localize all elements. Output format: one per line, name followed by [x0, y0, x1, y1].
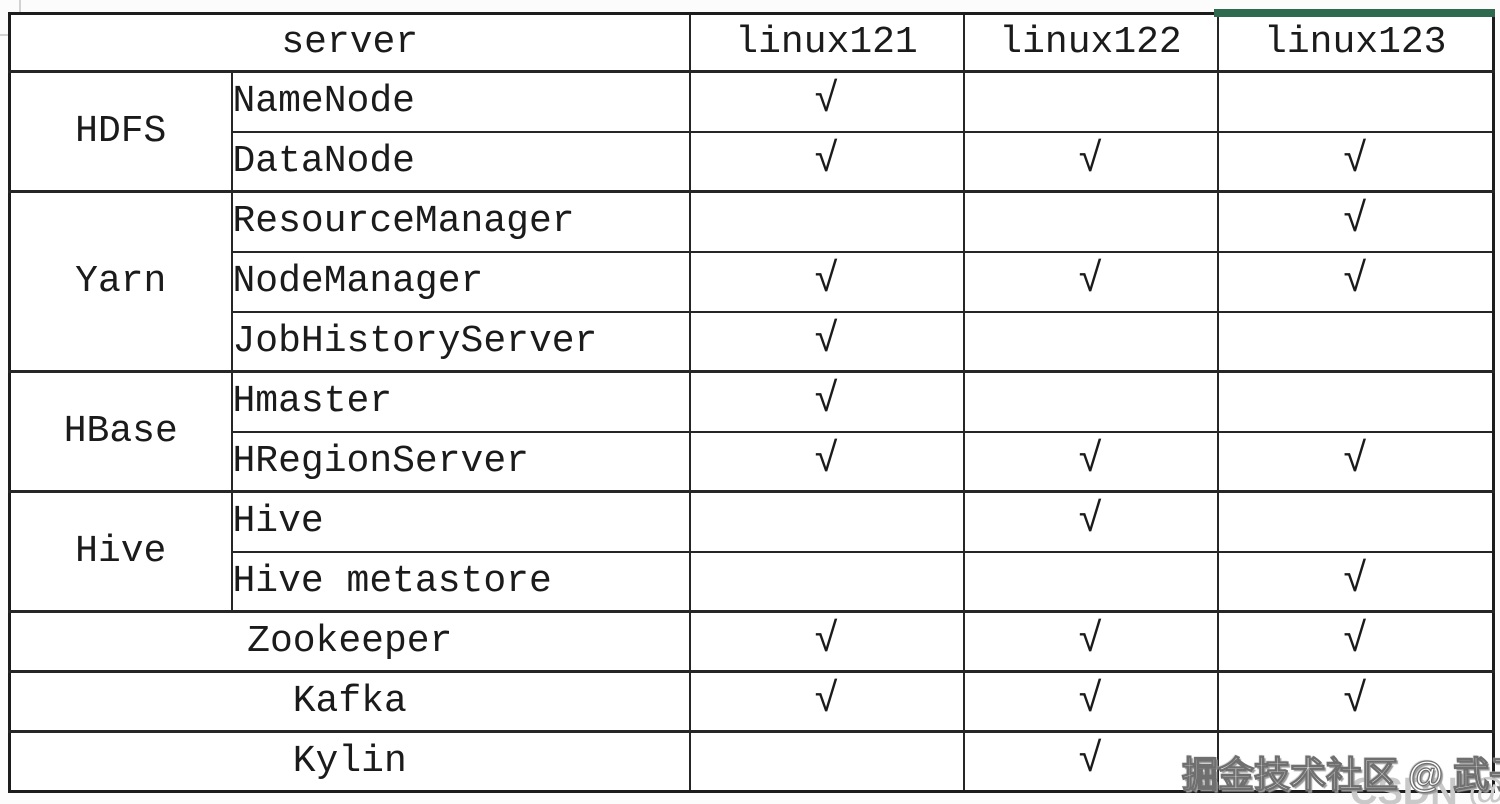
check-cell [688, 490, 965, 553]
service-cell-kafka: Kafka [8, 670, 691, 733]
header-host-linux123: linux123 [1216, 12, 1495, 73]
check-cell [962, 70, 1219, 133]
check-cell [962, 370, 1219, 433]
check-cell [1216, 490, 1495, 553]
table-row: DataNode √ √ √ [10, 130, 1495, 193]
check-cell: √ [1216, 250, 1495, 313]
group-cell-hdfs: HDFS [8, 70, 233, 193]
check-cell: √ [688, 370, 965, 433]
check-cell [962, 310, 1219, 373]
check-cell [962, 550, 1219, 613]
header-server: server [8, 12, 691, 73]
check-cell: √ [962, 430, 1219, 493]
check-cell [1216, 730, 1495, 793]
check-cell: √ [688, 310, 965, 373]
check-cell: √ [1216, 430, 1495, 493]
group-cell-hbase: HBase [8, 370, 233, 493]
check-cell: √ [1216, 190, 1495, 253]
group-cell-yarn: Yarn [8, 190, 233, 373]
check-cell: √ [688, 70, 965, 133]
table-row: Yarn ResourceManager √ [8, 190, 1495, 373]
check-cell: √ [688, 670, 965, 733]
check-cell: √ [962, 730, 1219, 793]
check-cell [688, 550, 965, 613]
check-cell: √ [1216, 130, 1495, 193]
excel-selection-green-bar [1214, 9, 1495, 17]
check-cell: √ [962, 490, 1219, 553]
watermark-csdn-ghost: CSDN @武子康 [1350, 771, 1500, 804]
table-row: HDFS NameNode √ [8, 70, 1495, 193]
table-row: Zookeeper √ √ √ [8, 610, 1495, 673]
check-cell: √ [962, 610, 1219, 673]
table-header-row: server linux121 linux122 linux123 [8, 12, 1495, 73]
check-cell: √ [688, 250, 965, 313]
table-row: Hive Hive √ [8, 490, 1495, 613]
header-host-linux121: linux121 [688, 12, 965, 73]
service-cell: DataNode [230, 130, 691, 193]
table-row: HRegionServer √ √ √ [10, 430, 1495, 493]
check-cell [688, 730, 965, 793]
service-cell: HRegionServer [230, 430, 691, 493]
check-cell [962, 190, 1219, 253]
service-cell: Hmaster [230, 370, 691, 433]
check-cell: √ [962, 130, 1219, 193]
table-row: NodeManager √ √ √ [10, 250, 1495, 313]
check-cell: √ [1216, 610, 1495, 673]
service-cell: Hive metastore [230, 550, 691, 613]
check-cell: √ [1216, 550, 1495, 613]
check-cell [688, 190, 965, 253]
table-row: HBase Hmaster √ [8, 370, 1495, 493]
watermark-juejin: 掘金技术社区 @ 武子康 [1181, 753, 1500, 795]
check-cell: √ [962, 670, 1219, 733]
service-cell: NodeManager [230, 250, 691, 313]
table-row: Hive metastore √ [10, 550, 1495, 613]
service-cell-zookeeper: Zookeeper [8, 610, 691, 673]
check-cell: √ [688, 130, 965, 193]
service-cell: ResourceManager [230, 190, 691, 253]
service-cell: NameNode [230, 70, 691, 133]
table-row: Kafka √ √ √ [8, 670, 1495, 733]
service-cell: JobHistoryServer [230, 310, 691, 373]
check-cell [1216, 70, 1495, 133]
table-row: Kylin √ [8, 730, 1495, 793]
table-row: JobHistoryServer √ [10, 310, 1495, 373]
header-host-linux122: linux122 [962, 12, 1219, 73]
check-cell: √ [1216, 670, 1495, 733]
deployment-table: server linux121 linux122 linux123 HDFS N… [8, 12, 1496, 793]
service-cell-kylin: Kylin [8, 730, 691, 793]
check-cell: √ [962, 250, 1219, 313]
check-cell: √ [688, 430, 965, 493]
group-cell-hive: Hive [8, 490, 233, 613]
check-cell [1216, 310, 1495, 373]
check-cell: √ [688, 610, 965, 673]
check-cell [1216, 370, 1495, 433]
service-cell: Hive [230, 490, 691, 553]
